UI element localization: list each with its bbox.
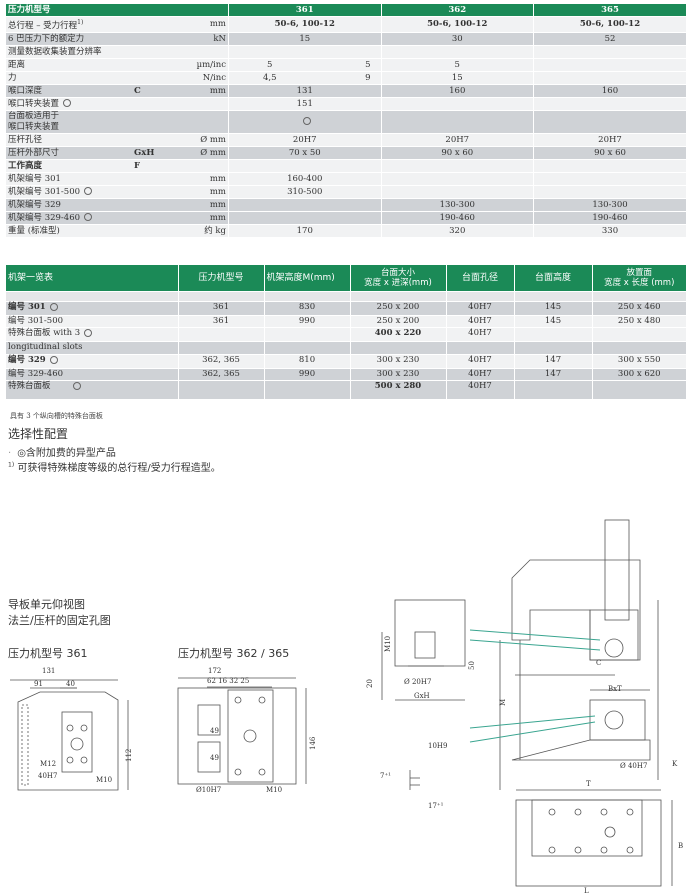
spec-row-ram-dim: 压杆外部尺寸 GxH Ø mm 70 x 50 90 x 60 90 x 60 xyxy=(6,146,686,160)
option-circle-icon xyxy=(302,116,311,125)
svg-text:Ø 40H7: Ø 40H7 xyxy=(620,762,647,770)
model-362-header: 362 xyxy=(380,4,534,17)
option-circle-icon xyxy=(49,355,58,364)
spec-row-weight: 重量 (标准型) 约 kg 170 320 330 xyxy=(6,224,686,238)
options-line-2: 1) 可获得特殊梯度等级的总行程/受力行程造型。 xyxy=(8,461,221,474)
svg-text:10H9: 10H9 xyxy=(428,742,447,750)
frame-row-special-plate: 特殊台面板 with 3 400 x 220 40H7 xyxy=(6,327,686,342)
svg-text:49: 49 xyxy=(210,727,219,735)
spec-header-row: 压力机型号 361 362 365 xyxy=(6,4,686,17)
model-361-header: 361 xyxy=(228,4,381,17)
svg-text:M12: M12 xyxy=(40,760,56,768)
drawing-title-1: 导板单元仰视图 xyxy=(8,598,85,611)
svg-text:172: 172 xyxy=(208,667,221,675)
svg-text:B: B xyxy=(678,842,683,850)
drawing-362-365 xyxy=(177,677,307,785)
option-circle-icon xyxy=(84,328,93,337)
option-circle-icon xyxy=(84,213,93,222)
spec-row-table-plate: 台面板适用于喉口转夹装置 xyxy=(6,110,686,134)
svg-text:T: T xyxy=(586,780,591,788)
svg-text:Ø10H7: Ø10H7 xyxy=(196,786,221,794)
frame-row-special-plate-2: 特殊台面板 500 x 280 40H7 xyxy=(6,380,686,400)
option-circle-icon xyxy=(63,99,72,108)
spec-row-frame-301-500: 机架编号 301-500 mm 310-500 xyxy=(6,185,686,199)
option-circle-icon xyxy=(72,381,81,390)
drawing-361 xyxy=(10,679,129,791)
spec-row-force: 6 巴压力下的额定力 kN 15 30 52 xyxy=(6,32,686,46)
svg-text:20: 20 xyxy=(366,679,374,688)
svg-text:C: C xyxy=(596,659,601,667)
drawing-press-side xyxy=(381,519,673,887)
svg-text:40: 40 xyxy=(66,680,75,688)
svg-text:131: 131 xyxy=(42,667,55,675)
svg-text:L: L xyxy=(584,887,589,894)
model-365-header: 365 xyxy=(533,4,686,17)
svg-text:62 16 32 25: 62 16 32 25 xyxy=(207,677,249,685)
frame-row-301-500: 编号 301-500 361 990 250 x 200 40H7 145 25… xyxy=(6,315,686,328)
spec-header-label: 压力机型号 xyxy=(6,4,132,17)
spec-row-ram-hole: 压杆孔径 Ø mm 20H7 20H7 20H7 xyxy=(6,133,686,147)
spec-row-stroke: 总行程 – 受力行程1) mm 50-6, 100-12 50-6, 100-1… xyxy=(6,16,686,33)
options-line-1: ·◎含附加费的异型产品 xyxy=(8,448,116,459)
spec-table: 压力机型号 361 362 365 总行程 – 受力行程1) mm 50-6, … xyxy=(6,4,686,238)
svg-text:M10: M10 xyxy=(384,636,392,652)
frame-row-301: 编号 301 361 830 250 x 200 40H7 145 250 x … xyxy=(6,301,686,316)
frame-row-slots: longitudinal slots xyxy=(6,341,686,355)
svg-text:M10: M10 xyxy=(266,786,282,794)
svg-text:146: 146 xyxy=(309,736,317,750)
svg-text:BxT: BxT xyxy=(608,685,622,693)
drawing-title-2: 法兰/压杆的固定孔图 xyxy=(8,614,111,627)
frame-row-329-460: 编号 329-460 362, 365 990 300 x 230 40H7 1… xyxy=(6,368,686,381)
drawing-model-362-365: 压力机型号 362 / 365 xyxy=(178,647,290,660)
spec-row-resolution: 测量数据收集装置分辨率 xyxy=(6,45,686,59)
spec-row-work-height: 工作高度 F xyxy=(6,159,686,173)
frame-table: 机架一览表 压力机型号 机架高度M(mm) 台面大小 宽度 x 进深(mm) 台… xyxy=(6,265,686,400)
spec-row-throat-clamp: 喉口转夹装置 151 xyxy=(6,97,686,111)
frame-row-329: 编号 329 362, 365 810 300 x 230 40H7 147 3… xyxy=(6,354,686,369)
svg-text:M10: M10 xyxy=(96,776,112,784)
frame-header-row: 机架一览表 压力机型号 机架高度M(mm) 台面大小 宽度 x 进深(mm) 台… xyxy=(6,265,686,292)
svg-text:91: 91 xyxy=(34,680,43,688)
svg-text:17⁺¹: 17⁺¹ xyxy=(428,802,444,810)
svg-text:112: 112 xyxy=(125,749,133,762)
option-circle-icon xyxy=(49,302,58,311)
svg-text:40H7: 40H7 xyxy=(38,772,57,780)
svg-text:49: 49 xyxy=(210,754,219,762)
svg-text:7⁺¹: 7⁺¹ xyxy=(380,772,391,780)
svg-text:50: 50 xyxy=(468,661,476,670)
drawing-model-361: 压力机型号 361 xyxy=(8,647,88,660)
options-title: 选择性配置 xyxy=(8,427,69,441)
spec-row-frame-301: 机架编号 301 mm 160-400 xyxy=(6,172,686,186)
svg-text:Ø 20H7: Ø 20H7 xyxy=(404,678,431,686)
spec-row-frame-329: 机架编号 329 mm 130-300 130-300 xyxy=(6,198,686,212)
svg-text:M: M xyxy=(499,699,507,706)
svg-text:K: K xyxy=(672,760,678,768)
option-circle-icon xyxy=(84,187,93,196)
spec-row-throat: 喉口深度 C mm 131 160 160 xyxy=(6,84,686,98)
spec-row-frame-329-460: 机架编号 329-460 mm 190-460 190-460 xyxy=(6,211,686,225)
footnote-special-plate: 具有 3 个纵向槽的特殊台面板 xyxy=(10,412,103,420)
svg-text:GxH: GxH xyxy=(414,692,430,700)
